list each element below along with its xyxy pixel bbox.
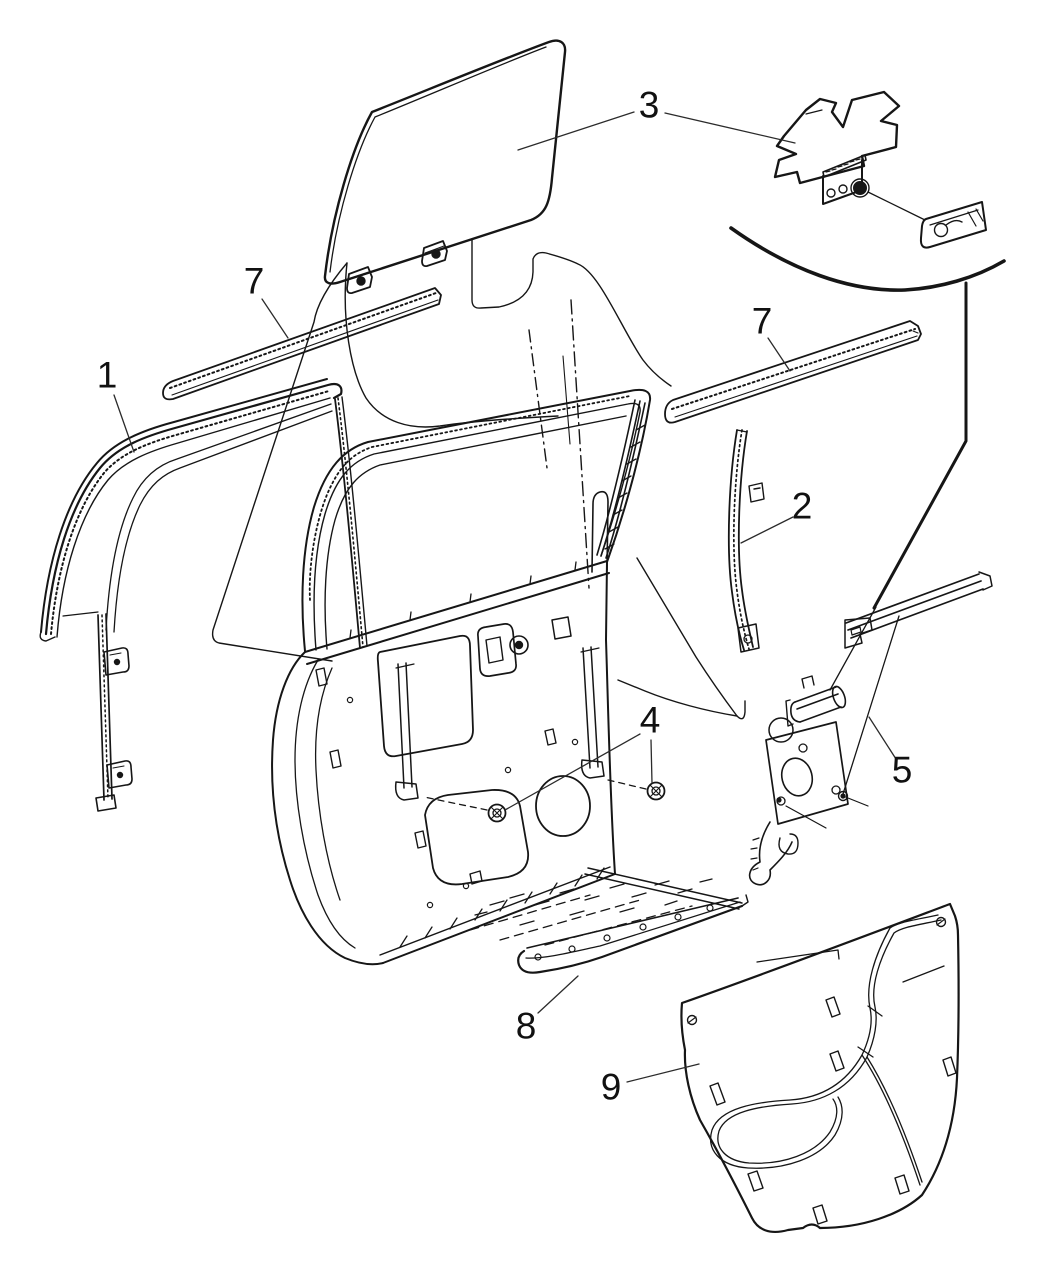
leader-5: [868, 716, 897, 760]
callout-7-left-label: 7: [243, 260, 265, 302]
leader-8: [537, 975, 579, 1014]
glass-bracket-assembly: [729, 90, 1006, 610]
screw-leader: [867, 191, 926, 221]
torn-plate: [773, 90, 901, 185]
leader-4b: [650, 739, 653, 784]
callout-5-label: 5: [891, 749, 913, 791]
leader-3-to-bracket: [664, 112, 796, 144]
inner-panel-hole-round: [535, 775, 591, 837]
latch-hardware: [477, 623, 529, 677]
regulator-channel-rear: [580, 646, 605, 779]
sector-arm: [748, 821, 793, 886]
callout-9-label: 9: [600, 1066, 622, 1108]
inner-panel-opening-lower: [424, 789, 530, 886]
motor-mount-plate: [765, 721, 849, 825]
leader-7-left: [261, 298, 289, 339]
bracket-screw: [850, 178, 870, 198]
glass-clip-front: [346, 266, 373, 295]
callout-2-label: 2: [791, 485, 813, 527]
callout-7-right-label: 7: [751, 300, 773, 342]
rear-door-shell: [271, 388, 652, 966]
glass-run-inner-channel: [105, 403, 332, 631]
glass-channel-clip: [919, 201, 987, 249]
bolt-front: [423, 796, 507, 823]
inner-panel-opening-upper: [376, 634, 474, 758]
detail-leader-line: [872, 281, 968, 610]
regulator-channel-front: [394, 662, 419, 801]
leader-1: [113, 394, 135, 453]
sill-scuff-molding: [517, 894, 749, 974]
callout-leaders: [113, 111, 897, 1083]
door-bottom-and-sill: [469, 867, 749, 974]
regulator-motor: [748, 675, 869, 886]
callout-3-label: 3: [638, 84, 660, 126]
belt-weatherstrip-outer: [162, 287, 442, 401]
leader-7-right: [767, 337, 791, 372]
sealer-bead: [710, 914, 942, 1186]
bolt-rear: [607, 779, 666, 801]
rear-run-channel: [727, 429, 765, 653]
leader-3-to-glass: [517, 111, 635, 151]
regulator-rail: [845, 573, 984, 639]
lower-run-channel: [95, 613, 133, 812]
regulator-bolts: [423, 779, 666, 823]
belt-weatherstrip-inner: [664, 320, 922, 424]
callout-4-label: 4: [639, 699, 661, 741]
glass-run-weatherstrip: [39, 378, 368, 812]
detail-balloon-arc: [729, 226, 1006, 292]
tape-tabs: [709, 996, 957, 1225]
door-glass: [323, 39, 567, 295]
leader-4a: [504, 733, 641, 811]
callout-8-label: 8: [515, 1005, 537, 1047]
glass-run-rear-leg: [334, 398, 361, 649]
leader-9: [626, 1063, 700, 1083]
window-regulator: [748, 571, 993, 886]
glass-clip-rear: [421, 240, 448, 268]
leader-2: [740, 516, 794, 544]
callout-1-label: 1: [96, 354, 118, 396]
water-shield-panel: [680, 902, 960, 1234]
